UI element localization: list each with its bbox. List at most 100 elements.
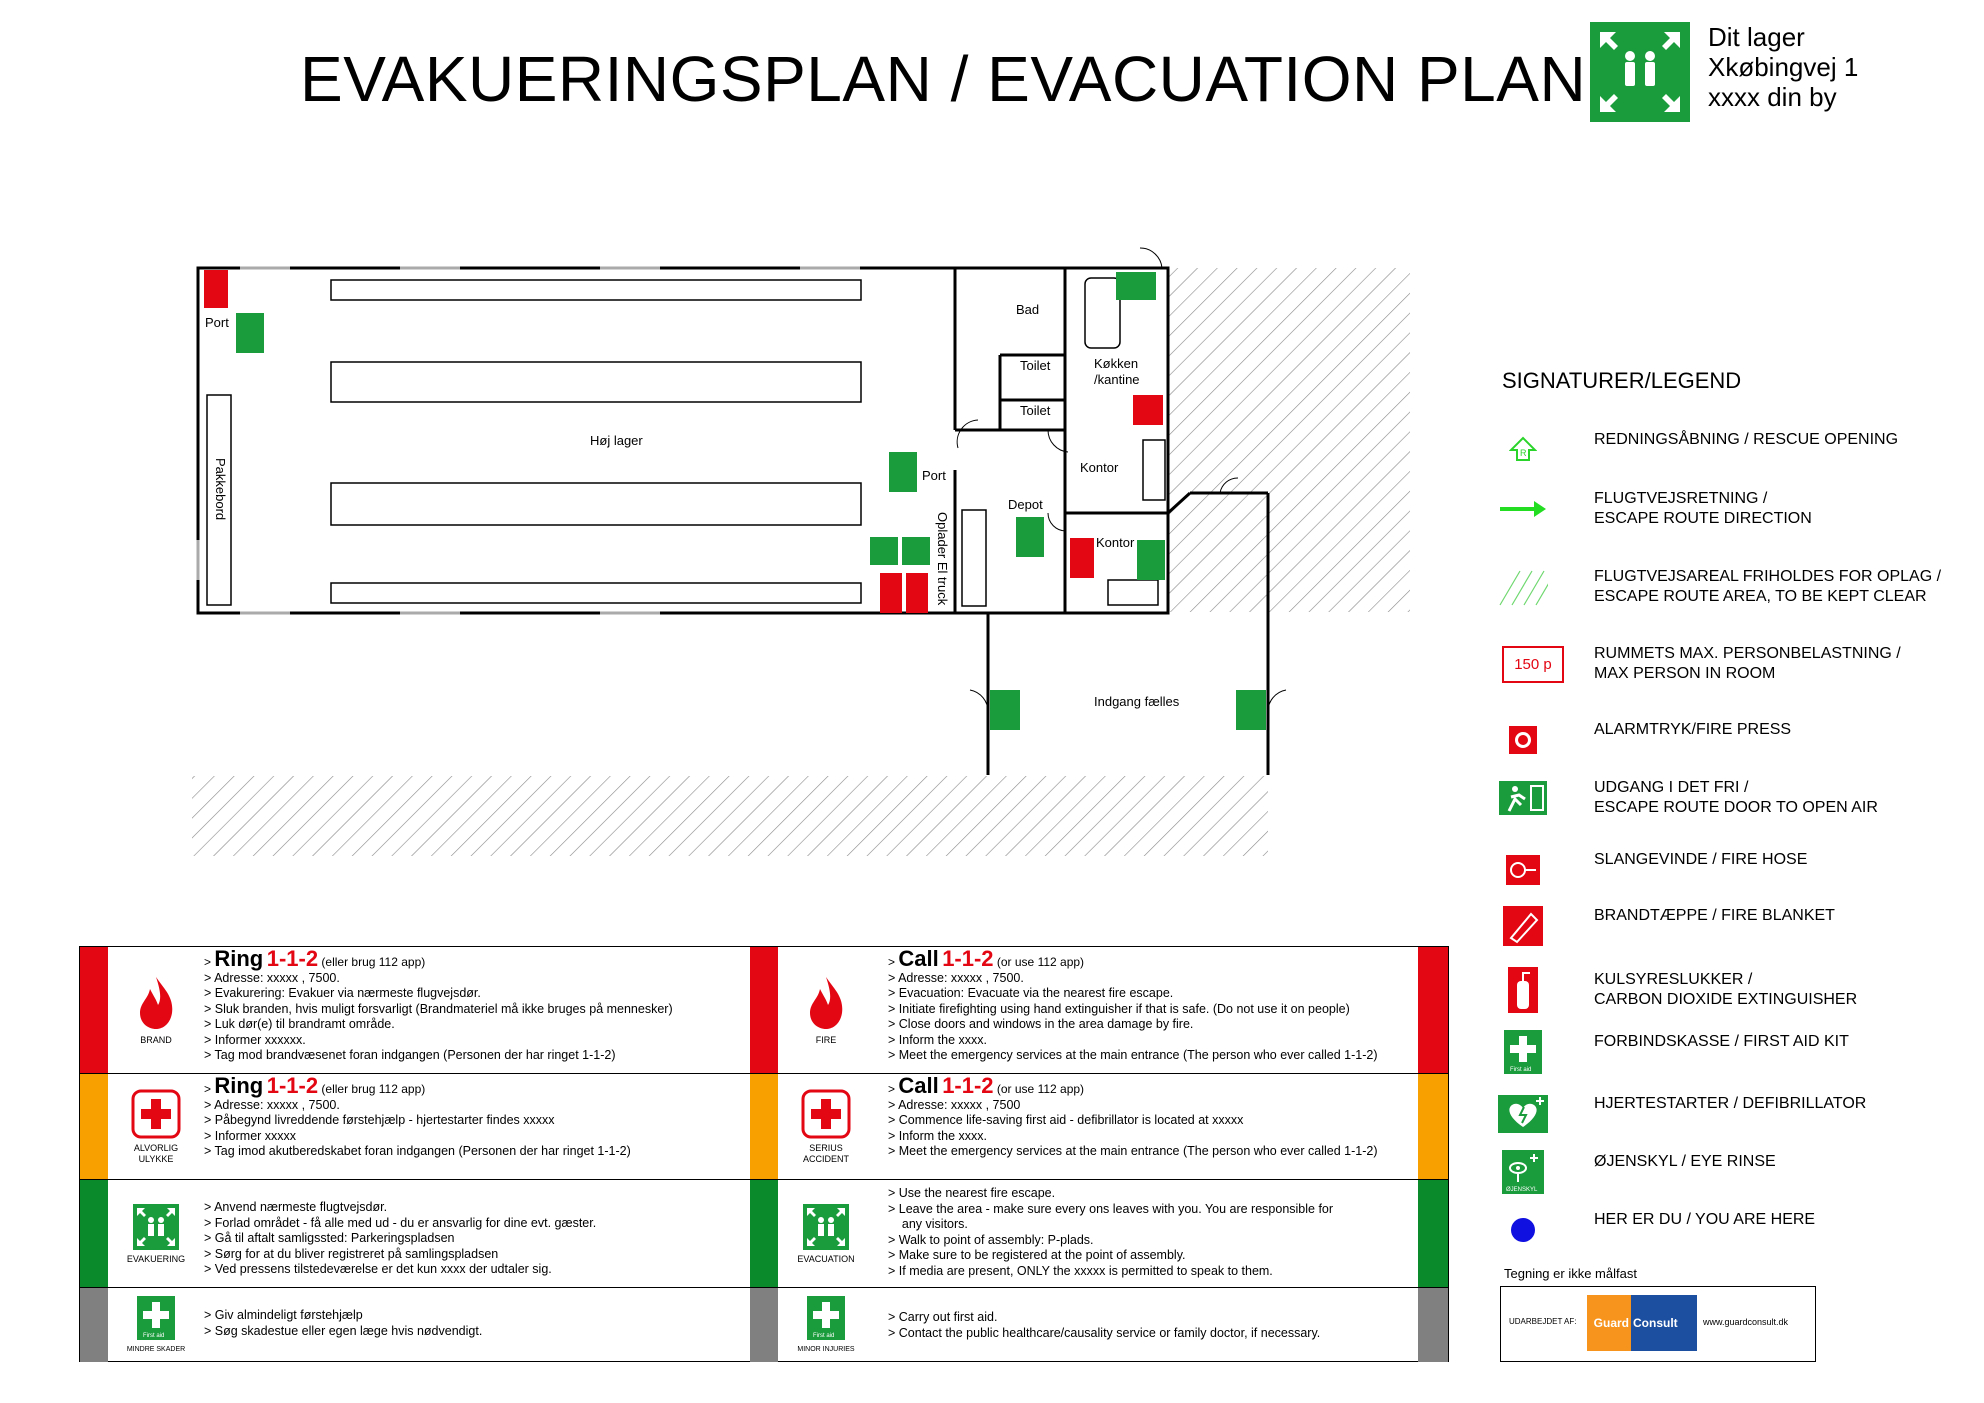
instruction-line: > Inform the xxxx.	[888, 1032, 987, 1047]
accident-caption-en: SERIUS ACCIDENT	[802, 1143, 849, 1164]
first-aid-caption: First aid	[813, 1333, 834, 1339]
status-bar-grey	[80, 1288, 108, 1362]
page-title: EVAKUERINGSPLAN / EVACUATION PLAN	[300, 43, 1587, 115]
minor-text-da: > Giv almindeligt førstehjælp > Søg skad…	[204, 1308, 482, 1339]
fire-hose-icon	[1498, 850, 1548, 890]
instruction-line: > Sluk branden, hvis muligt forsvarligt …	[204, 1001, 673, 1016]
hatched-area-east	[1168, 268, 1410, 612]
call-label: Call	[898, 946, 939, 971]
credit-box: UDARBEJDET AF: Guard Consult www.guardco…	[1500, 1286, 1816, 1362]
legend-item-escape-direction: FLUGTVEJSRETNING / ESCAPE ROUTE DIRECTIO…	[1498, 489, 1978, 529]
fire-text-en: > Call 1-1-2 (or use 112 app) > Adresse:…	[888, 946, 1378, 1063]
room-label-port-right: Port	[922, 468, 946, 483]
status-bar-orange	[750, 1074, 778, 1180]
call-label: Call	[898, 1073, 939, 1098]
legend-item-hatched-area: FLUGTVEJSAREAL FRIHOLDES FOR OPLAG / ESC…	[1498, 567, 1978, 607]
fire-icon	[140, 976, 173, 1029]
row-fire: BRAND > Ring 1-1-2 (eller brug 112 app) …	[80, 947, 1448, 1073]
evacuation-icon-cell: EVAKUERING	[108, 1180, 204, 1288]
row-minor-injuries: First aid MINDRE SKADER > Giv almindelig…	[80, 1287, 1448, 1362]
legend-item-extinguisher: KULSYRESLUKKER / CARBON DIOXIDE EXTINGUI…	[1498, 967, 1978, 1013]
first-aid-icon: First aid	[137, 1295, 175, 1340]
row-accident: ALVORLIG ULYKKE > Ring 1-1-2 (eller brug…	[80, 1073, 1448, 1180]
instruction-line: > Søg skadestue eller egen læge hvis nød…	[204, 1323, 483, 1338]
legend-text: FLUGTVEJSAREAL FRIHOLDES FOR OPLAG / ESC…	[1594, 568, 1942, 605]
assembly-point-icon	[1590, 22, 1690, 122]
minor-text-en: > Carry out first aid. > Contact the pub…	[888, 1310, 1320, 1341]
instruction-line: > Meet the emergency services at the mai…	[888, 1144, 1378, 1158]
instruction-line: > Carry out first aid.	[888, 1310, 998, 1324]
extinguisher-icon	[1498, 967, 1548, 1013]
legend-text: HER ER DU / YOU ARE HERE	[1594, 1211, 1816, 1228]
guard-consult-logo: Guard Consult	[1587, 1295, 1697, 1351]
instruction-line: > Evacuation: Evacuate via the nearest f…	[888, 986, 1174, 1000]
instruction-line: > Leave the area - make sure every ons l…	[888, 1201, 1334, 1216]
status-bar-grey	[1418, 1288, 1448, 1362]
app-note: (eller brug 112 app)	[318, 1082, 426, 1096]
address-line-1: Dit lager	[1708, 22, 1805, 52]
rescue-opening-icon: R	[1498, 430, 1548, 470]
room-label-depot: Depot	[1008, 497, 1043, 512]
instruction-line: > Walk to point of assembly: P-plads.	[888, 1232, 1094, 1247]
floor-plan	[192, 247, 1410, 856]
evacuation-caption-en: EVACUATION	[797, 1253, 855, 1264]
first-aid-caption: First aid	[1510, 1067, 1531, 1073]
instruction-line: > Tag imod akutberedskabet foran indgang…	[204, 1144, 631, 1158]
assembly-point-icon	[803, 1203, 849, 1250]
max-persons-icon: 150 p	[1498, 644, 1568, 684]
legend-item-rescue-opening: R REDNINGSÅBNING / RESCUE OPENING	[1498, 430, 1978, 470]
room-label-bad: Bad	[1016, 302, 1040, 317]
emergency-number: 1-1-2	[942, 1073, 994, 1098]
address-line-3: xxxx din by	[1708, 82, 1837, 112]
instruction-line: > Adresse: xxxxx , 7500	[888, 1097, 1021, 1112]
instruction-line: > Close doors and windows in the area da…	[888, 1017, 1194, 1031]
ring-label: Ring	[214, 1073, 264, 1098]
instruction-line: > Commence life-saving first aid - defib…	[888, 1113, 1244, 1127]
first-aid-caption: First aid	[143, 1333, 164, 1339]
status-bar-red	[750, 947, 778, 1073]
legend-text: SLANGEVINDE / FIRE HOSE	[1594, 851, 1808, 868]
instruction-line: any visitors.	[888, 1217, 968, 1231]
legend-text: UDGANG I DET FRI / ESCAPE ROUTE DOOR TO …	[1594, 779, 1878, 816]
first-aid-cross-icon	[131, 1089, 181, 1139]
instruction-line: > Tag mod brandvæsenet foran indgangen (…	[204, 1048, 616, 1062]
emergency-exit-icon	[1498, 778, 1548, 818]
instruction-line: > Giv almindeligt førstehjælp	[204, 1308, 363, 1322]
room-label-toilet-1: Toilet	[1020, 358, 1051, 373]
legend-text: BRANDTÆPPE / FIRE BLANKET	[1594, 907, 1835, 924]
instruction-line: > Gå til aftalt samligssted: Parkeringsp…	[204, 1231, 455, 1245]
legend-item-fire-hose: SLANGEVINDE / FIRE HOSE	[1498, 850, 1978, 890]
room-label-kontor-2: Kontor	[1096, 535, 1135, 550]
instruction-line: > If media are present, ONLY the xxxxx i…	[888, 1263, 1273, 1278]
logo-right: Consult	[1631, 1295, 1697, 1351]
svg-text:R: R	[1520, 448, 1527, 458]
legend-item-first-aid: First aid FORBINDSKASSE / FIRST AID KIT	[1498, 1030, 1978, 1074]
credit-label: UDARBEJDET AF:	[1509, 1317, 1577, 1326]
accident-text-da: > Ring 1-1-2 (eller brug 112 app) > Adre…	[204, 1073, 631, 1159]
instruction-line: > Evakurering: Evakuer via nærmeste flug…	[204, 986, 481, 1000]
legend-item-eye-rinse: ØJENSKYL ØJENSKYL / EYE RINSE	[1498, 1150, 1978, 1194]
status-bar-green	[80, 1180, 108, 1288]
fire-caption-da: BRAND	[140, 1034, 172, 1045]
evacuation-text-en: > Use the nearest fire escape. > Leave t…	[888, 1186, 1333, 1279]
legend-item-alarm-press: ALARMTRYK/FIRE PRESS	[1498, 720, 1978, 760]
legend-item-fire-blanket: BRANDTÆPPE / FIRE BLANKET	[1498, 906, 1978, 946]
legend-text: ALARMTRYK/FIRE PRESS	[1594, 721, 1792, 738]
instruction-line: > Sørg for at du bliver registreret på s…	[204, 1246, 499, 1261]
minor-icon-cell: First aid MINDRE SKADER	[108, 1288, 204, 1362]
eye-rinse-caption: ØJENSKYL	[1506, 1187, 1538, 1193]
status-bar-red	[80, 947, 108, 1073]
minor-caption-da: MINDRE SKADER	[126, 1345, 186, 1353]
minor-icon-cell-en: First aid MINOR INJURIES	[778, 1288, 874, 1362]
legend-text: KULSYRESLUKKER / CARBON DIOXIDE EXTINGUI…	[1594, 971, 1858, 1008]
room-label-port-left: Port	[205, 315, 229, 330]
room-label-entrance: Indgang fælles	[1094, 694, 1180, 709]
room-label-oplader: Oplader El truck	[935, 512, 950, 606]
fire-blanket-icon	[1498, 906, 1548, 946]
instruction-line: > Use the nearest fire escape.	[888, 1186, 1056, 1200]
instruction-line: > Adresse: xxxxx , 7500.	[204, 1097, 340, 1112]
row-evacuation: EVAKUERING > Anvend nærmeste flugtvejsdø…	[80, 1179, 1448, 1288]
status-bar-red	[1418, 947, 1448, 1073]
drawing-note: Tegning er ikke målfast	[1504, 1266, 1637, 1281]
status-bar-green	[1418, 1180, 1448, 1288]
